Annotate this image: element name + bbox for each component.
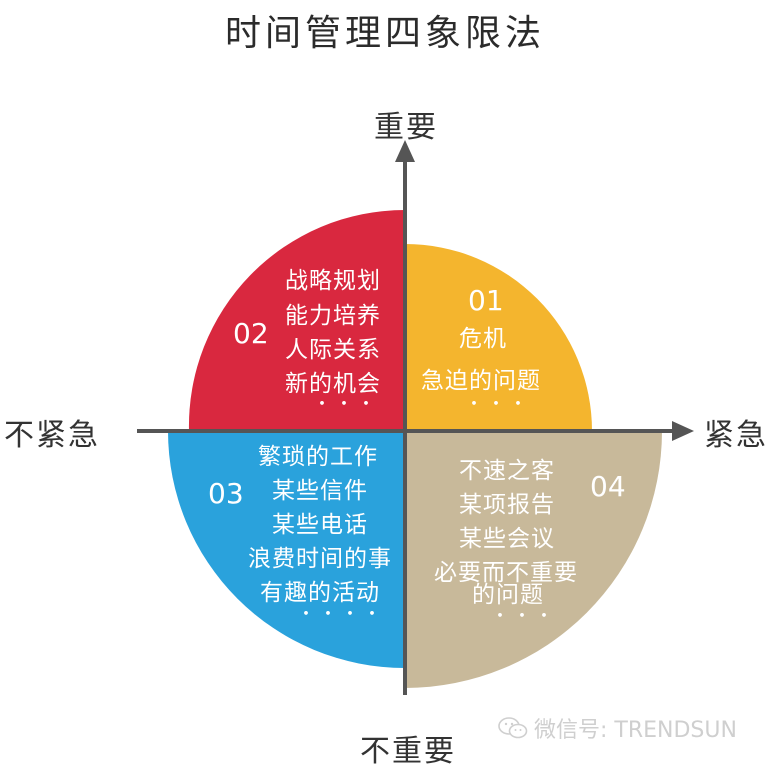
axis-label-top: 重要 [374,110,438,145]
quadrant-02-ellipsis: ・・・ [313,394,379,415]
vertical-axis-arrow [395,140,415,162]
quadrant-02-item: 战略规划 [285,268,381,294]
quadrant-01-number: 01 [468,284,504,317]
quadrant-03-ellipsis: ・・・・ [297,604,385,625]
quadrant-02-number: 02 [233,317,269,350]
page-title: 时间管理四象限法 [224,13,545,54]
axis-label-bottom: 不重要 [360,734,456,769]
quadrant-04-item: 某些会议 [459,526,555,552]
quadrant-03-item: 繁琐的工作 [258,444,378,470]
quadrant-04-number: 04 [590,470,626,503]
quadrant-04-item: 不速之客 [459,458,555,484]
quadrant-01-item: 急迫的问题 [421,368,541,394]
quadrant-03-item: 某些信件 [272,478,368,504]
quadrant-04-item: 必要而不重要 [434,560,578,586]
quadrant-02-item: 人际关系 [285,337,381,363]
quadrant-04-item: 的问题 [472,582,544,608]
quadrant-02-item: 新的机会 [285,371,381,397]
watermark-text: 微信号: TRENDSUN [534,718,737,743]
quadrant-04-shape [405,431,662,688]
axis-label-right: 紧急 [704,418,768,453]
quadrant-03-number: 03 [208,477,244,510]
horizontal-axis-arrow [672,421,694,441]
quadrant-03-item: 有趣的活动 [260,580,380,606]
quadrant-04-ellipsis: ・・・ [491,606,557,627]
quadrant-02-item: 能力培养 [285,303,381,329]
quadrant-03-item: 浪费时间的事 [248,546,392,572]
quadrant-03-item: 某些电话 [272,512,368,538]
quadrant-01-item: 危机 [459,326,507,352]
axis-label-left: 不紧急 [4,418,100,453]
quadrant-01-shape [405,244,592,431]
wechat-icon [498,717,528,739]
quadrant-01-ellipsis: ・・・ [465,394,531,415]
watermark: 微信号: TRENDSUN [498,712,737,744]
quadrant-04-item: 某项报告 [459,492,555,518]
quadrant-03-shape [168,431,405,668]
quadrant-02-shape [188,209,405,431]
